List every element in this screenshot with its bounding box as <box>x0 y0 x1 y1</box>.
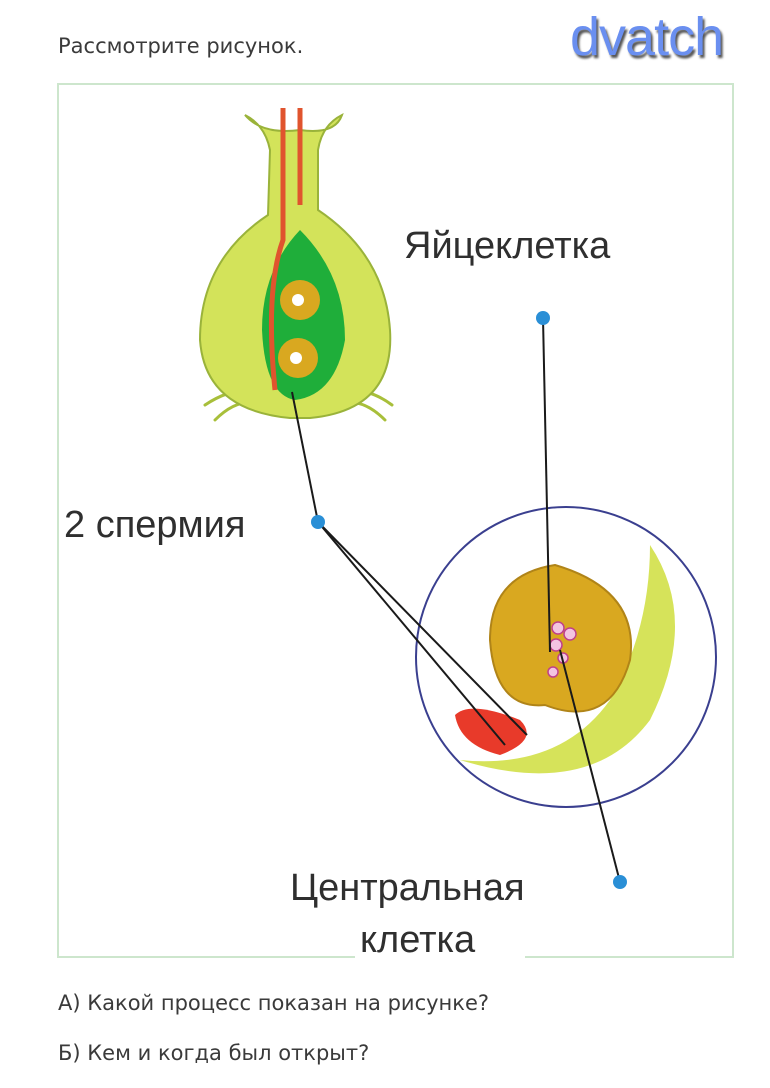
watermark-logo: dvatch <box>570 7 724 67</box>
label-egg-cell: Яйцеклетка <box>404 225 611 267</box>
label-central-cell-line1: Центральная <box>290 867 525 909</box>
egg-pointer-dot <box>536 311 550 325</box>
label-sperm: 2 спермия <box>64 504 245 546</box>
instruction-text: Рассмотрите рисунок. <box>58 34 304 58</box>
question-a: А) Какой процесс показан на рисунке? <box>58 991 490 1015</box>
label-central-cell-line2: клетка <box>360 919 476 961</box>
pistil-illustration <box>198 108 394 422</box>
sperm-pointer-dot <box>311 515 325 529</box>
central-cell-pointer-dot <box>613 875 627 889</box>
pointer-lines <box>291 317 621 883</box>
ovule-illustration <box>415 506 717 808</box>
question-b: Б) Кем и когда был открыт? <box>58 1041 370 1065</box>
